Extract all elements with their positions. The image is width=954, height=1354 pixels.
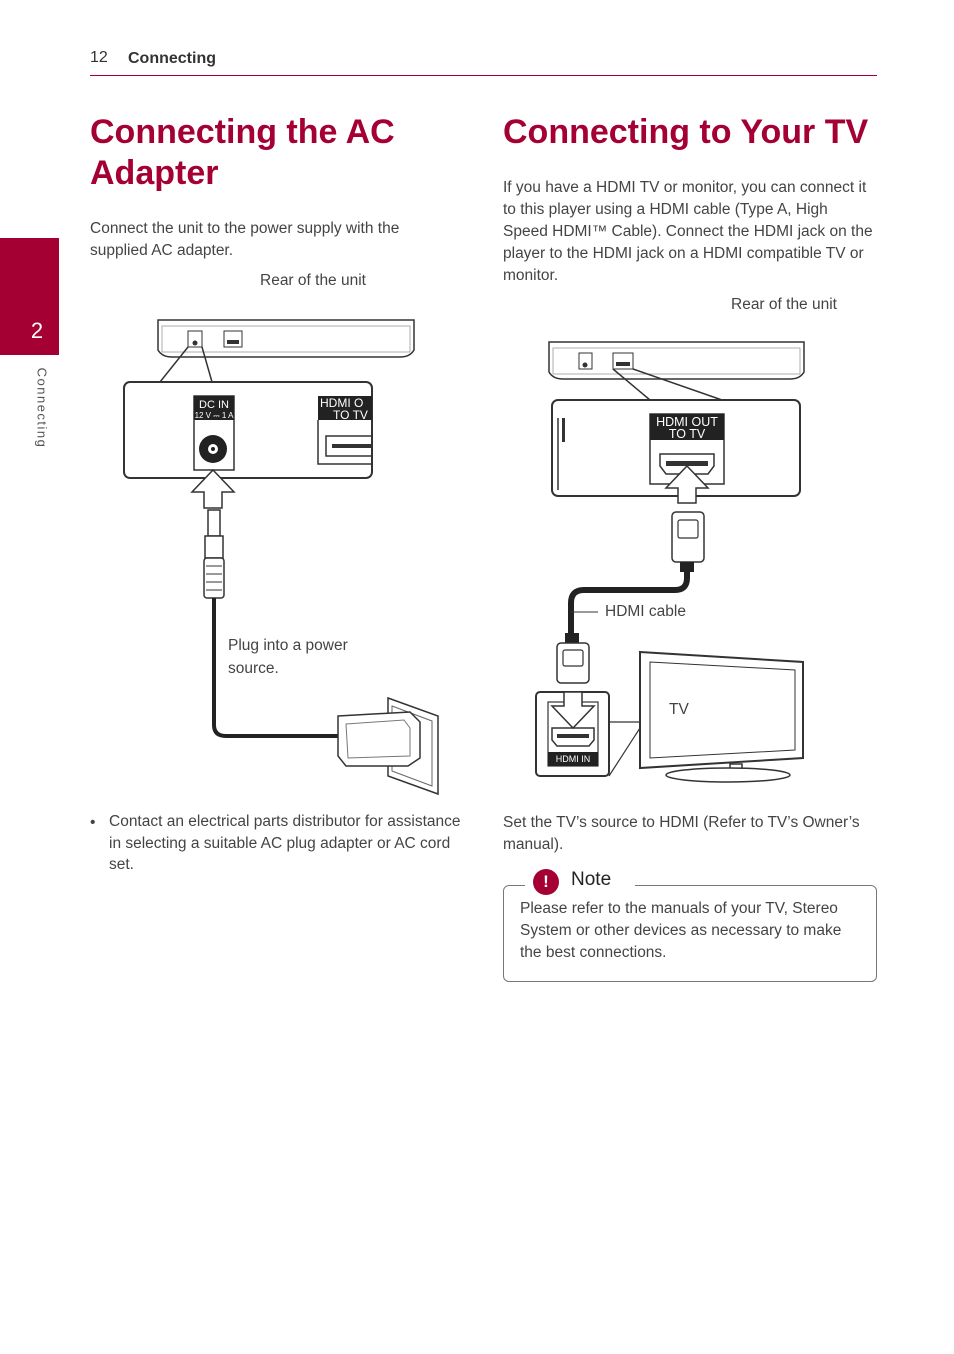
note-text: Please refer to the manuals of your TV, … — [520, 900, 842, 961]
hdmi-partial-label-1: HDMI O — [320, 396, 363, 410]
bullet-marker: • — [90, 814, 96, 831]
tv-source-text: Set the TV’s source to HDMI (Refer to TV… — [503, 814, 860, 853]
page-number: 12 — [90, 49, 108, 66]
chapter-number: 2 — [30, 318, 44, 343]
tv-label: TV — [669, 701, 689, 718]
chapter-tab — [0, 238, 59, 355]
heading-connecting-tv: Connecting to Your TV — [503, 113, 869, 151]
note-title: Note — [571, 869, 612, 890]
hdmi-out-label-2: TO TV — [669, 427, 706, 441]
dc-in-label: DC IN — [199, 399, 229, 411]
ac-rear-label: Rear of the unit — [260, 272, 366, 289]
dc-spec-label: 12 V ⎓ 1 A — [195, 411, 235, 420]
bullet-text: Contact an electrical parts distributor … — [109, 813, 461, 873]
tv-rear-label: Rear of the unit — [731, 296, 837, 313]
ac-adapter-diagram: DC IN 12 V ⎓ 1 A HDMI O TO TV — [123, 319, 439, 796]
tv-intro-text: If you have a HDMI TV or monitor, you ca… — [503, 179, 873, 284]
header-rule — [90, 75, 877, 76]
note-box — [503, 885, 877, 982]
section-title: Connecting — [128, 50, 216, 67]
hdmi-in-label: HDMI IN — [556, 754, 591, 764]
hdmi-cable-label: HDMI cable — [605, 603, 686, 620]
ac-intro-text: Connect the unit to the power supply wit… — [90, 220, 400, 259]
heading-ac-adapter: Connecting the AC Adapter — [90, 113, 395, 192]
plug-source-label: Plug into a power source. — [228, 637, 348, 677]
hdmi-tv-diagram: HDMI OUT TO TV HDMI IN — [535, 341, 805, 783]
hdmi-partial-label-2: TO TV — [333, 408, 368, 422]
hdmi-out-label-1: HDMI OUT — [656, 415, 718, 429]
exclamation-icon: ! — [533, 869, 559, 895]
